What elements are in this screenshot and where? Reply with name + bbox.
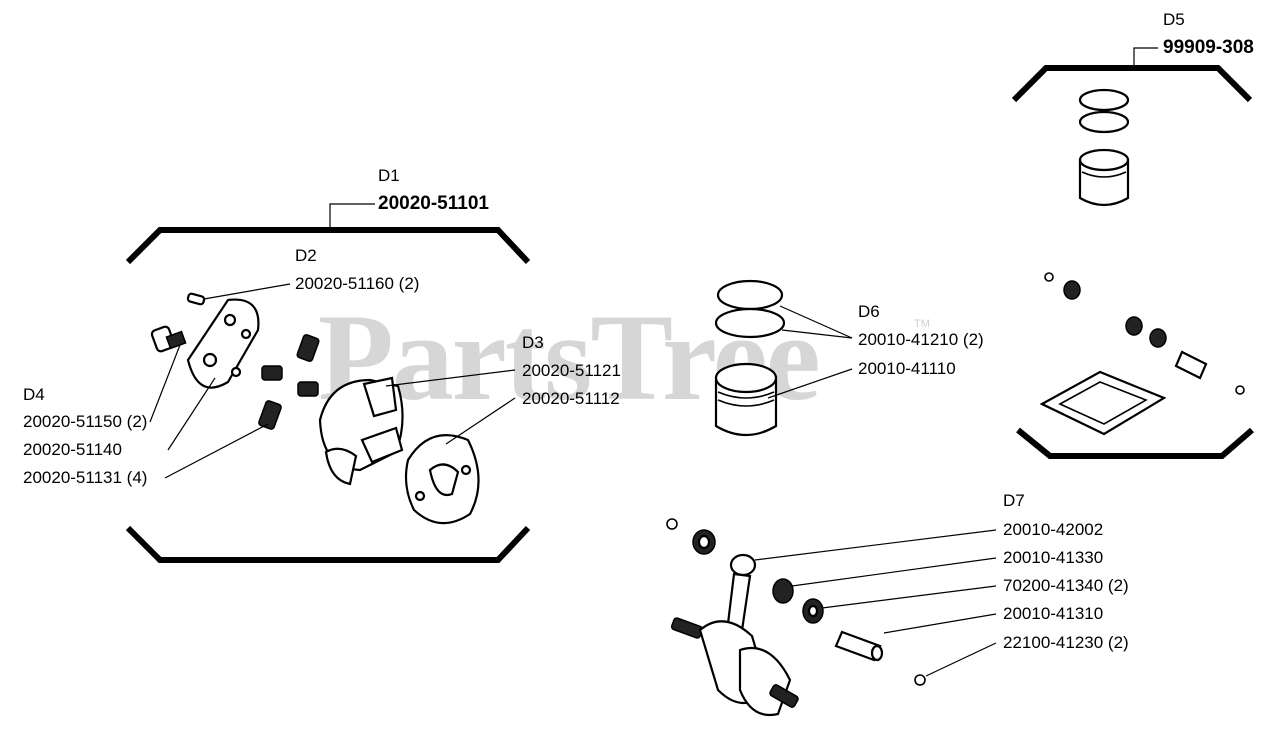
d6-piston-rings <box>714 279 786 339</box>
group-d1-bracket <box>125 203 531 563</box>
label-d6: D6 <box>858 302 880 321</box>
d7-crankshaft <box>670 617 799 717</box>
clutch-shoes <box>318 376 404 486</box>
d5-small-parts <box>1044 272 1245 395</box>
part-number-d3-2[interactable]: 20020-51112 <box>522 389 620 408</box>
label-d2: D2 <box>295 246 317 265</box>
label-d1: D1 <box>378 166 400 185</box>
clutch-drum-plate <box>404 434 480 525</box>
part-number-d5[interactable]: 99909-308 <box>1163 37 1254 58</box>
clutch-plate <box>186 298 260 389</box>
part-number-d6-1[interactable]: 20010-41210 (2) <box>858 330 984 349</box>
d7-bearings-right <box>772 578 824 624</box>
watermark-tm: TM <box>914 318 930 330</box>
part-number-d7-5[interactable]: 22100-41230 (2) <box>1003 633 1129 652</box>
label-d7: D7 <box>1003 491 1025 510</box>
part-number-d4-3[interactable]: 20020-51131 (4) <box>23 468 148 487</box>
label-d5: D5 <box>1163 10 1185 29</box>
d5-rings <box>1078 88 1130 134</box>
part-number-d6-2[interactable]: 20010-41110 <box>858 359 956 378</box>
clutch-bolt <box>150 325 187 353</box>
label-d3: D3 <box>522 333 544 352</box>
part-number-d7-4[interactable]: 20010-41310 <box>1003 604 1104 623</box>
part-number-d7-1[interactable]: 20010-42002 <box>1003 520 1104 539</box>
clutch-screw-small <box>186 292 206 306</box>
label-d4: D4 <box>23 385 45 404</box>
part-number-d7-3[interactable]: 70200-41340 (2) <box>1003 576 1129 595</box>
d6-piston <box>714 362 778 436</box>
part-number-d7-2[interactable]: 20010-41330 <box>1003 548 1104 567</box>
d5-gasket <box>1039 370 1167 436</box>
d7-bearing-left <box>692 529 716 555</box>
d5-piston <box>1078 148 1130 207</box>
part-number-d4-1[interactable]: 20020-51150 (2) <box>23 412 148 431</box>
part-number-d2[interactable]: 20020-51160 (2) <box>295 274 420 293</box>
d7-pin-clip <box>914 674 926 686</box>
part-number-d3-1[interactable]: 20020-51121 <box>522 361 621 380</box>
part-number-d1[interactable]: 20020-51101 <box>378 193 489 214</box>
d7-circlip <box>666 518 678 530</box>
part-number-d4-2[interactable]: 20020-51140 <box>23 440 122 459</box>
leader-lines <box>149 283 997 677</box>
d7-piston-pin <box>834 630 884 662</box>
group-d5-bracket <box>1011 47 1254 459</box>
clutch-springs <box>258 334 320 430</box>
